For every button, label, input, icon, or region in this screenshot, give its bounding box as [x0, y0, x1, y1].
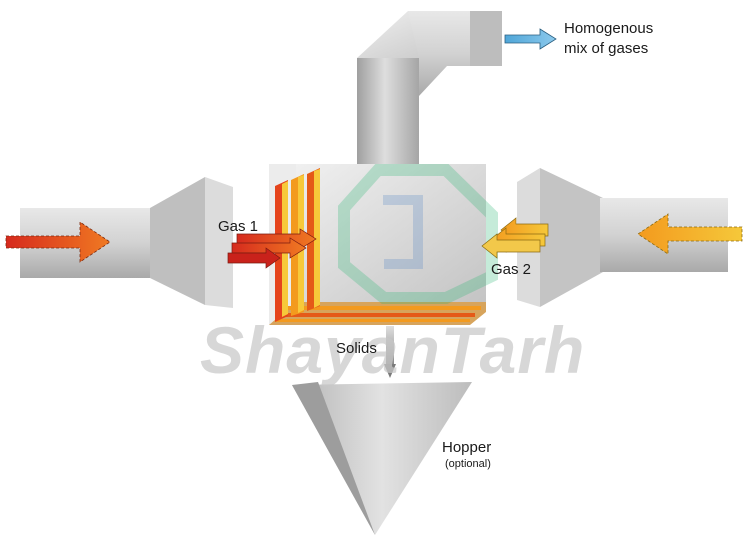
baffle-plates	[275, 168, 320, 322]
gas1-label: Gas 1	[218, 218, 259, 235]
output-label-line1: Homogenous	[564, 20, 654, 37]
solids-label: Solids	[336, 340, 377, 357]
gas2-arrows	[481, 217, 549, 259]
output-label: Homogenous mix of gases	[564, 19, 653, 59]
hopper-note: (optional)	[445, 458, 491, 470]
solids-flow	[384, 326, 396, 378]
output-label-line2: mix of gases	[564, 40, 649, 57]
gas2-label: Gas 2	[491, 261, 532, 278]
logo-watermark	[338, 164, 498, 304]
hopper	[292, 382, 472, 535]
watermark-text: ShayanTarh	[200, 313, 586, 387]
left-inlet-arrow	[5, 221, 111, 263]
output-arrow	[504, 28, 557, 50]
right-inlet-arrow	[637, 213, 743, 255]
gas1-arrows	[227, 228, 317, 269]
outlet-duct	[357, 11, 502, 168]
hopper-label: Hopper	[442, 439, 492, 456]
left-inlet-duct	[20, 177, 233, 308]
